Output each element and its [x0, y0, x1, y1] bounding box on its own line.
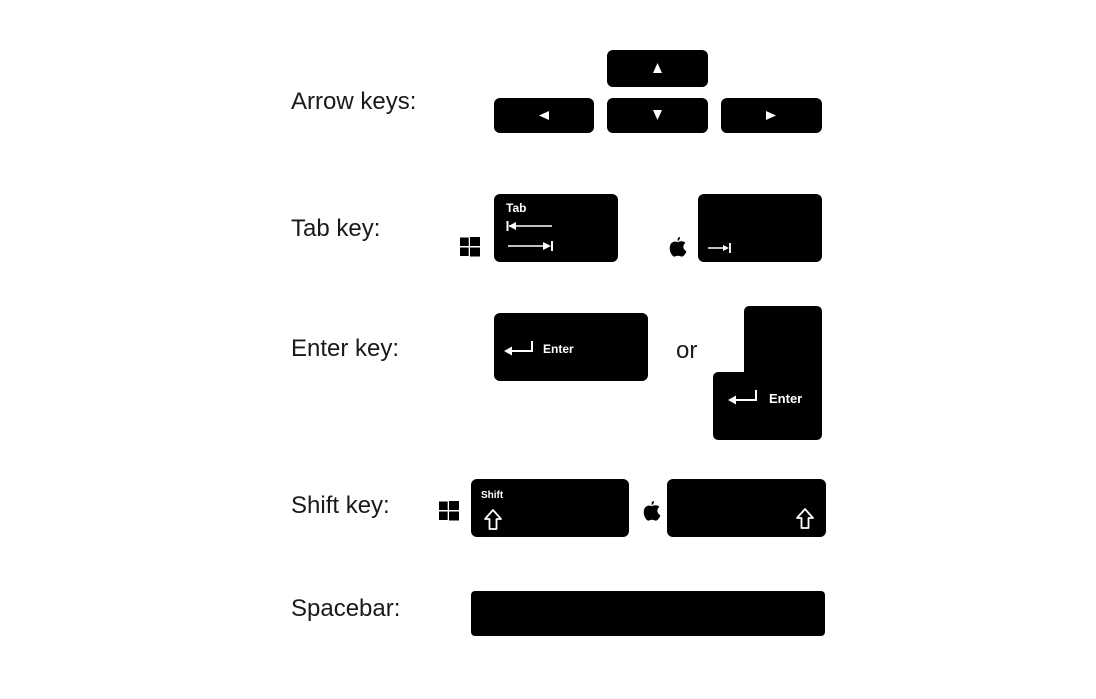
apple-logo-icon — [669, 237, 687, 257]
tab-key-text: Tab — [506, 201, 527, 215]
arrow-right-key — [721, 98, 822, 133]
windows-logo-icon — [439, 501, 459, 521]
shift-arrow-icon — [484, 509, 502, 530]
tab-arrows-icon — [708, 243, 731, 253]
enter-key-wide: Enter — [494, 313, 648, 381]
windows-logo-icon — [460, 237, 480, 257]
arrow-left-icon — [539, 111, 549, 120]
return-arrow-icon — [504, 341, 533, 356]
arrow-up-icon — [653, 63, 662, 73]
arrow-left-key — [494, 98, 594, 133]
spacebar-label: Spacebar: — [291, 595, 401, 622]
enter-key-label: Enter key: — [291, 335, 400, 362]
shift-key-label: Shift key: — [291, 492, 390, 519]
tab-key-label: Tab key: — [291, 215, 381, 242]
arrow-up-key — [607, 50, 708, 87]
arrow-down-icon — [653, 110, 662, 120]
tab-key-mac — [698, 194, 822, 262]
tab-arrows-icon — [506, 221, 553, 251]
enter-key-text: Enter — [543, 342, 574, 356]
arrow-down-key — [607, 98, 708, 133]
shift-key-text: Shift — [481, 490, 504, 501]
enter-key-tall — [713, 306, 822, 440]
return-arrow-icon — [728, 390, 757, 405]
shift-key-mac — [667, 479, 826, 537]
arrow-right-icon — [766, 111, 776, 120]
shift-arrow-icon — [796, 508, 814, 529]
spacebar-key — [471, 591, 825, 636]
tab-key-windows: Tab — [494, 194, 618, 262]
arrow-keys-label: Arrow keys: — [291, 88, 417, 115]
or-connector: or — [676, 337, 698, 364]
enter-key-text: Enter — [769, 391, 803, 406]
shift-key-windows: Shift — [471, 479, 629, 537]
apple-logo-icon — [643, 501, 661, 521]
